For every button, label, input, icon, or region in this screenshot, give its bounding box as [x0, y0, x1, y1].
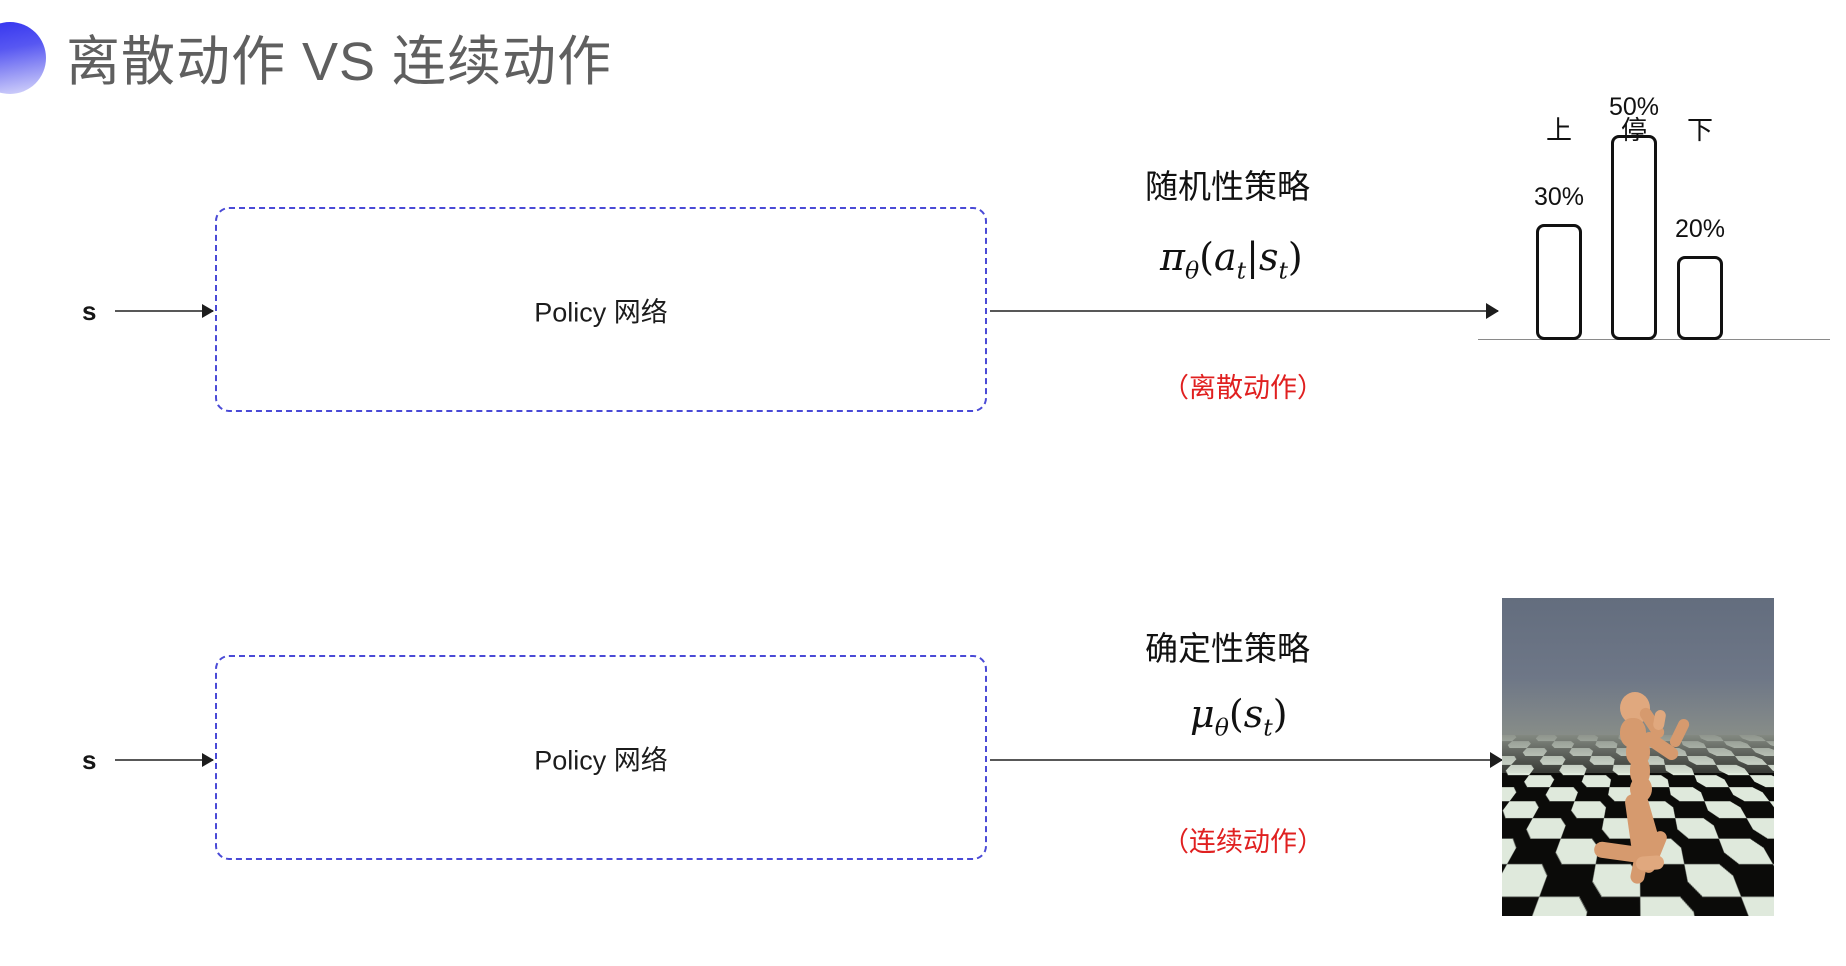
state-label-discrete: s: [82, 296, 97, 326]
policy-network-box-discrete[interactable]: Policy 网络: [215, 207, 987, 412]
formula-cond: s: [1258, 235, 1279, 279]
bar-category-0: 上: [1545, 115, 1573, 145]
bar-value-0: 30%: [1533, 183, 1585, 211]
output-arrow-continuous: [990, 759, 1502, 761]
action-type-note-discrete: （离散动作）: [1162, 373, 1324, 403]
gradient-circle-bullet-icon: [0, 22, 46, 94]
formula-arg-sub: t: [1263, 713, 1273, 742]
policy-formula-discrete: πθ(at|st): [1160, 235, 1303, 285]
bar-group-1[interactable]: 50% 停: [1608, 93, 1660, 340]
page-title: 离散动作 VS 连续动作: [66, 32, 613, 92]
state-label-continuous: s: [82, 745, 97, 775]
formula-arg-sub: t: [1236, 256, 1247, 285]
formula-close-paren: ): [1287, 235, 1303, 279]
formula-open-paren: (: [1199, 235, 1214, 279]
action-probability-bar-chart: 30% 上 50% 停 20% 下: [1470, 93, 1830, 406]
formula-arg: a: [1214, 235, 1237, 279]
policy-heading-discrete: 随机性策略: [1145, 168, 1310, 205]
policy-network-label-continuous: Policy 网络: [534, 745, 668, 775]
humanoid-foot-front: [1635, 855, 1665, 871]
output-arrow-discrete: [990, 310, 1498, 312]
formula-fn: μ: [1190, 692, 1215, 736]
bar-rect-0[interactable]: [1536, 224, 1582, 340]
policy-formula-continuous: μθ(st): [1190, 692, 1288, 742]
bar-rect-1[interactable]: [1611, 135, 1657, 340]
input-arrow-continuous: [115, 759, 213, 761]
bar-value-1: 50%: [1608, 93, 1660, 121]
bar-group-0[interactable]: 30% 上: [1533, 96, 1585, 340]
formula-arg: s: [1243, 692, 1264, 736]
formula-bar: |: [1246, 235, 1259, 279]
slide-right-edge: [1840, 0, 1846, 966]
bar-category-1: 停: [1620, 115, 1648, 145]
policy-heading-continuous: 确定性策略: [1145, 630, 1310, 667]
formula-theta: θ: [1184, 256, 1200, 285]
formula-cond-sub: t: [1278, 256, 1288, 285]
formula-close-paren: ): [1272, 692, 1288, 736]
policy-network-box-continuous[interactable]: Policy 网络: [215, 655, 987, 860]
formula-theta: θ: [1214, 713, 1229, 742]
bar-group-2[interactable]: 20% 下: [1674, 96, 1726, 340]
policy-network-label-discrete: Policy 网络: [534, 297, 668, 327]
input-arrow-discrete: [115, 310, 213, 312]
formula-open-paren: (: [1228, 692, 1244, 736]
bar-category-2: 下: [1686, 115, 1714, 145]
humanoid-simulation-image: [1502, 598, 1774, 916]
formula-fn: π: [1160, 235, 1185, 279]
chart-baseline-axis: [1478, 338, 1830, 340]
bar-rect-2[interactable]: [1677, 256, 1723, 340]
bar-value-2: 20%: [1674, 215, 1726, 243]
action-type-note-continuous: （连续动作）: [1162, 827, 1324, 857]
